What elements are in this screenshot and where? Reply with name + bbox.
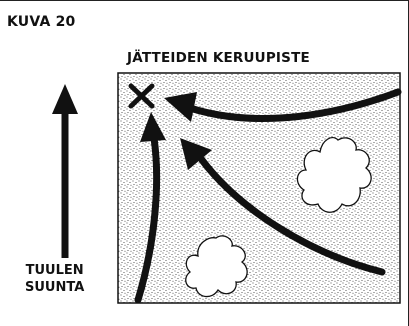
flow-arrow-diagonal (180, 138, 386, 276)
obstacle-blob-lower (185, 235, 248, 298)
wind-direction-label: TUULEN SUUNTA (25, 262, 84, 296)
figure-label: KUVA 20 (7, 14, 76, 30)
wind-label-line2: SUUNTA (25, 280, 85, 295)
flow-arrow-top (164, 88, 402, 123)
obstacle-blob-upper (296, 137, 372, 213)
collection-point-title: JÄTTEIDEN KERUUPISTE (127, 50, 310, 66)
flow-arrow-bottom (134, 112, 166, 304)
x-mark-icon (128, 83, 155, 109)
wind-label-line1: TUULEN (25, 263, 84, 278)
wind-direction-arrow (52, 84, 78, 258)
